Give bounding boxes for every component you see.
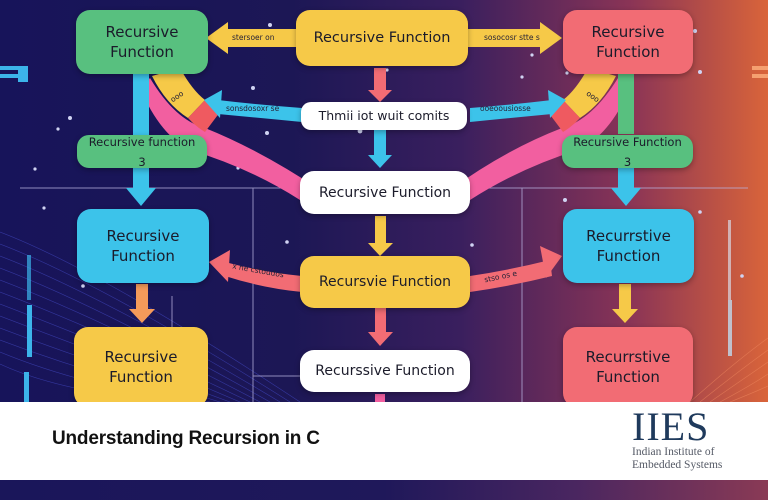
node-label: Recurssive Function <box>315 363 455 379</box>
node-label: Recurrstive Function <box>585 348 671 386</box>
node-label: Recursive Function <box>104 348 178 386</box>
node-top-left: Recursive Function <box>76 10 208 74</box>
node-label: Recursive Function 3 <box>573 134 682 169</box>
node-center-upper: Recursive Function <box>300 171 470 214</box>
logo-line-1: Indian Institute of <box>632 446 715 458</box>
right-curve-yellow <box>563 68 616 118</box>
node-label: Recursive Function <box>106 227 180 265</box>
logo-line-2: Embedded Systems <box>632 459 723 471</box>
right-decor <box>728 66 768 356</box>
node-label: Recursvie Function <box>318 274 452 290</box>
left-decor <box>0 66 32 402</box>
arrow-label-top-left: stersoer on <box>232 33 275 42</box>
wave-lines-right <box>689 337 768 402</box>
node-right-blue: Recurrstive Function <box>563 209 694 283</box>
diagram-canvas: stersoer on sosocosr stte s sonsdosoxr s… <box>0 0 768 402</box>
node-label: Recursive Function <box>313 30 451 46</box>
node-label: Recurrstive Function <box>586 227 671 265</box>
node-left-blue: Recursive Function <box>77 209 209 283</box>
left-curve-band <box>140 78 320 200</box>
star-dots <box>33 23 744 288</box>
arrow-label-right-blue: ooeoousiosse <box>480 104 531 113</box>
node-mid-right: Recursive Function 3 <box>562 135 693 169</box>
node-center-lower: Recurssive Function <box>300 350 470 392</box>
footer-banner: Understanding Recursion in C IIES Indian… <box>0 402 768 480</box>
node-right-red: Recurrstive Function <box>563 327 693 402</box>
node-top-right: Recursive Function <box>563 10 693 74</box>
footer-title: Understanding Recursion in C <box>52 428 320 449</box>
node-mid-left: Recursive function 3 <box>77 135 207 169</box>
node-left-yellow: Recursive Function <box>74 327 208 402</box>
left-curve-yellow <box>152 68 205 118</box>
node-label: Recursive Function <box>318 184 452 201</box>
bottom-band <box>0 480 768 500</box>
node-label: Recursive Function <box>591 23 665 61</box>
node-center-yellow: Recursvie Function <box>300 256 470 308</box>
node-label: Recursive Function <box>105 23 179 61</box>
logo-subtitle: Indian Institute of Embedded Systems <box>632 446 752 472</box>
arrow-label-top-right: sosocosr stte s <box>484 33 540 42</box>
node-top-center: Recursive Function <box>296 10 468 66</box>
node-label: Recursive function 3 <box>88 134 196 169</box>
arrow-label-left-blue: sonsdosoxr se <box>226 104 280 113</box>
right-curve-band <box>450 78 630 200</box>
logo-mark: IIES <box>632 404 710 449</box>
horizontal-arrows <box>204 22 566 292</box>
node-center-note: Thmii iot wuit comits <box>301 102 467 130</box>
iies-logo: IIES Indian Institute of Embedded System… <box>632 404 752 472</box>
node-label: Thmii iot wuit comits <box>318 108 450 123</box>
